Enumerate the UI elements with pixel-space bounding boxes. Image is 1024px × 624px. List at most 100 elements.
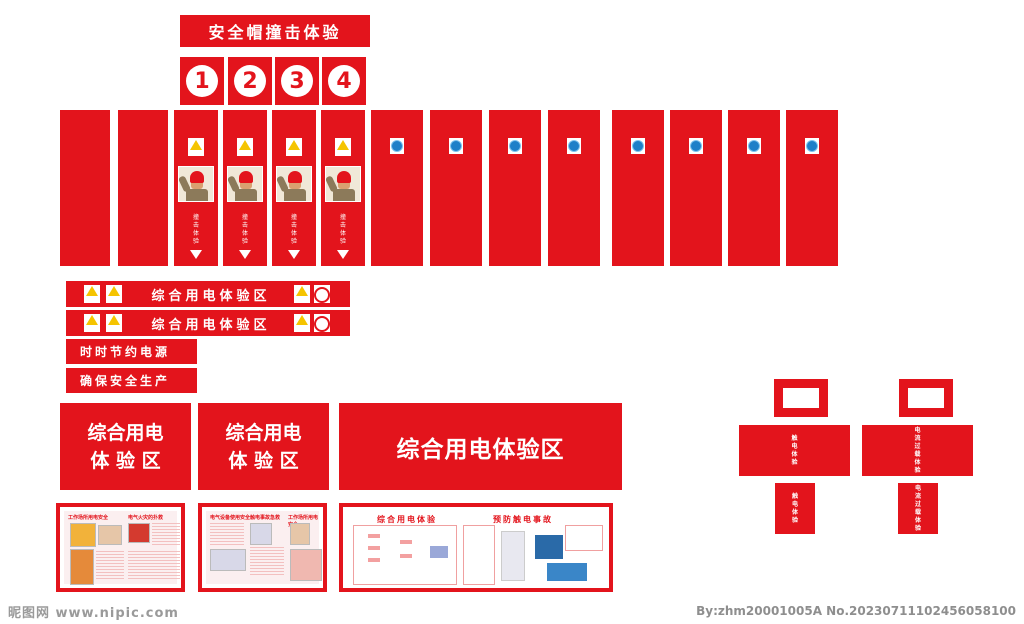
helmet-badge-icon — [567, 138, 581, 154]
board-heading: 电气火灾的扑救 — [128, 515, 164, 521]
plain-panel-1 — [60, 110, 110, 266]
illustration — [210, 549, 246, 571]
board-heading: 电气设备使用安全 — [210, 515, 251, 521]
helmet-badge-icon — [689, 138, 703, 154]
warning-sign-icon — [286, 138, 302, 156]
info-board-middle: 电气设备使用安全 触电事故急救 工作场所用电安全 — [198, 503, 327, 592]
overload-label-wide: 电流过载体验 — [862, 425, 973, 476]
impact-panel-1: 撞击体验 — [174, 110, 218, 266]
warning-sign-icon — [84, 314, 100, 332]
touch-label-wide: 触电体验 — [739, 425, 850, 476]
badge-panel-2 — [430, 110, 482, 266]
helmet-badge-icon — [631, 138, 645, 154]
strip-label: 综合用电体验区 — [151, 288, 271, 304]
big-sign-line2: 体 验 区 — [228, 449, 299, 472]
number-3: 3 — [281, 65, 313, 97]
impact-panel-4: 撞击体验 — [321, 110, 365, 266]
illustration — [128, 523, 150, 543]
panel-label: 撞击体验 — [241, 214, 248, 245]
panel-label: 撞击体验 — [339, 214, 346, 245]
badge-panel-6 — [670, 110, 722, 266]
illustration — [70, 523, 96, 547]
number-4: 4 — [328, 65, 360, 97]
arrow-down-icon — [239, 250, 251, 259]
overload-label-tall: 电流过载体验 — [898, 483, 938, 534]
plain-panel-2 — [118, 110, 168, 266]
watermark-right: By:zhm20001005A No.20230711102456058100 — [640, 598, 1024, 624]
strip-banner-2: 综合用电体验区 — [66, 310, 350, 336]
warning-sign-icon — [294, 314, 310, 332]
text-block — [250, 547, 284, 577]
panel-label: 撞击体验 — [192, 214, 199, 245]
board-heading: 触电事故急救 — [250, 515, 281, 521]
arrow-down-icon — [288, 250, 300, 259]
slogan-1: 时时节约电源 — [66, 339, 197, 364]
board-heading: 预防触电事故 — [493, 515, 553, 524]
arrow-down-icon — [190, 250, 202, 259]
warning-sign-icon — [335, 138, 351, 156]
watermark-left: 昵图网 www.nipic.com — [0, 598, 320, 624]
warning-sign-icon — [237, 138, 253, 156]
arrow-down-icon — [337, 250, 349, 259]
touch-label: 触电体验 — [791, 492, 798, 524]
illustration — [290, 549, 322, 581]
badge-panel-8 — [786, 110, 838, 266]
helmet-badge-icon — [747, 138, 761, 154]
info-board-left: 工作场所用电安全 电气火灾的扑救 — [56, 503, 185, 592]
warning-sign-icon — [84, 285, 100, 303]
text-block — [128, 551, 180, 581]
board-heading: 工作场所用电安全 — [68, 515, 109, 521]
worker-helmet-icon — [325, 166, 361, 202]
illustration — [290, 523, 310, 545]
warning-sign-icon — [106, 314, 122, 332]
big-sign-left: 综合用电 体 验 区 — [60, 403, 191, 490]
badge-panel-5 — [612, 110, 664, 266]
big-sign-middle: 综合用电 体 验 区 — [198, 403, 329, 490]
touch-label: 触电体验 — [791, 434, 798, 466]
illustration — [98, 525, 122, 545]
watermark-right-text: By:zhm20001005A No.20230711102456058100 — [696, 604, 1016, 618]
number-box-2: 2 — [228, 57, 272, 105]
warning-sign-icon — [188, 138, 204, 156]
big-sign-line1: 综合用电 — [225, 421, 302, 444]
number-box-4: 4 — [322, 57, 366, 105]
prohibition-sign-icon — [314, 314, 330, 332]
badge-panel-3 — [489, 110, 541, 266]
info-panel — [565, 525, 603, 551]
badge-panel-4 — [548, 110, 600, 266]
slogan-text: 时时节约电源 — [80, 345, 171, 359]
helmet-badge-icon — [805, 138, 819, 154]
text-block — [96, 551, 124, 579]
human-body-illustration — [501, 531, 525, 581]
impact-panel-3: 撞击体验 — [272, 110, 316, 266]
helmet-badge-icon — [449, 138, 463, 154]
touch-device-top — [774, 379, 828, 417]
helmet-badge-icon — [508, 138, 522, 154]
helmet-badge-icon — [390, 138, 404, 154]
prohibition-sign-icon — [314, 285, 330, 303]
number-box-3: 3 — [275, 57, 319, 105]
info-panel — [463, 525, 495, 585]
slogan-text: 确保安全生产 — [80, 374, 171, 388]
strip-banner-1: 综合用电体验区 — [66, 281, 350, 307]
overload-device-top — [899, 379, 953, 417]
info-board-right: 综合用电体验 预防触电事故 — [339, 503, 613, 592]
warning-sign-icon — [294, 285, 310, 303]
text-block — [152, 523, 180, 547]
number-2: 2 — [234, 65, 266, 97]
big-sign-right: 综合用电体验区 — [339, 403, 622, 490]
overload-label: 电流过载体验 — [914, 484, 921, 532]
illustration — [70, 549, 94, 585]
number-box-1: 1 — [180, 57, 224, 105]
impact-panel-2: 撞击体验 — [223, 110, 267, 266]
badge-panel-7 — [728, 110, 780, 266]
worker-helmet-icon — [227, 166, 263, 202]
number-1: 1 — [186, 65, 218, 97]
warning-sign-icon — [106, 285, 122, 303]
overload-label: 电流过载体验 — [914, 426, 921, 474]
badge-panel-1 — [371, 110, 423, 266]
title-text: 安全帽撞击体验 — [208, 23, 342, 42]
machine-illustration — [535, 535, 563, 559]
touch-label-tall: 触电体验 — [775, 483, 815, 534]
device-illustration — [547, 563, 587, 581]
